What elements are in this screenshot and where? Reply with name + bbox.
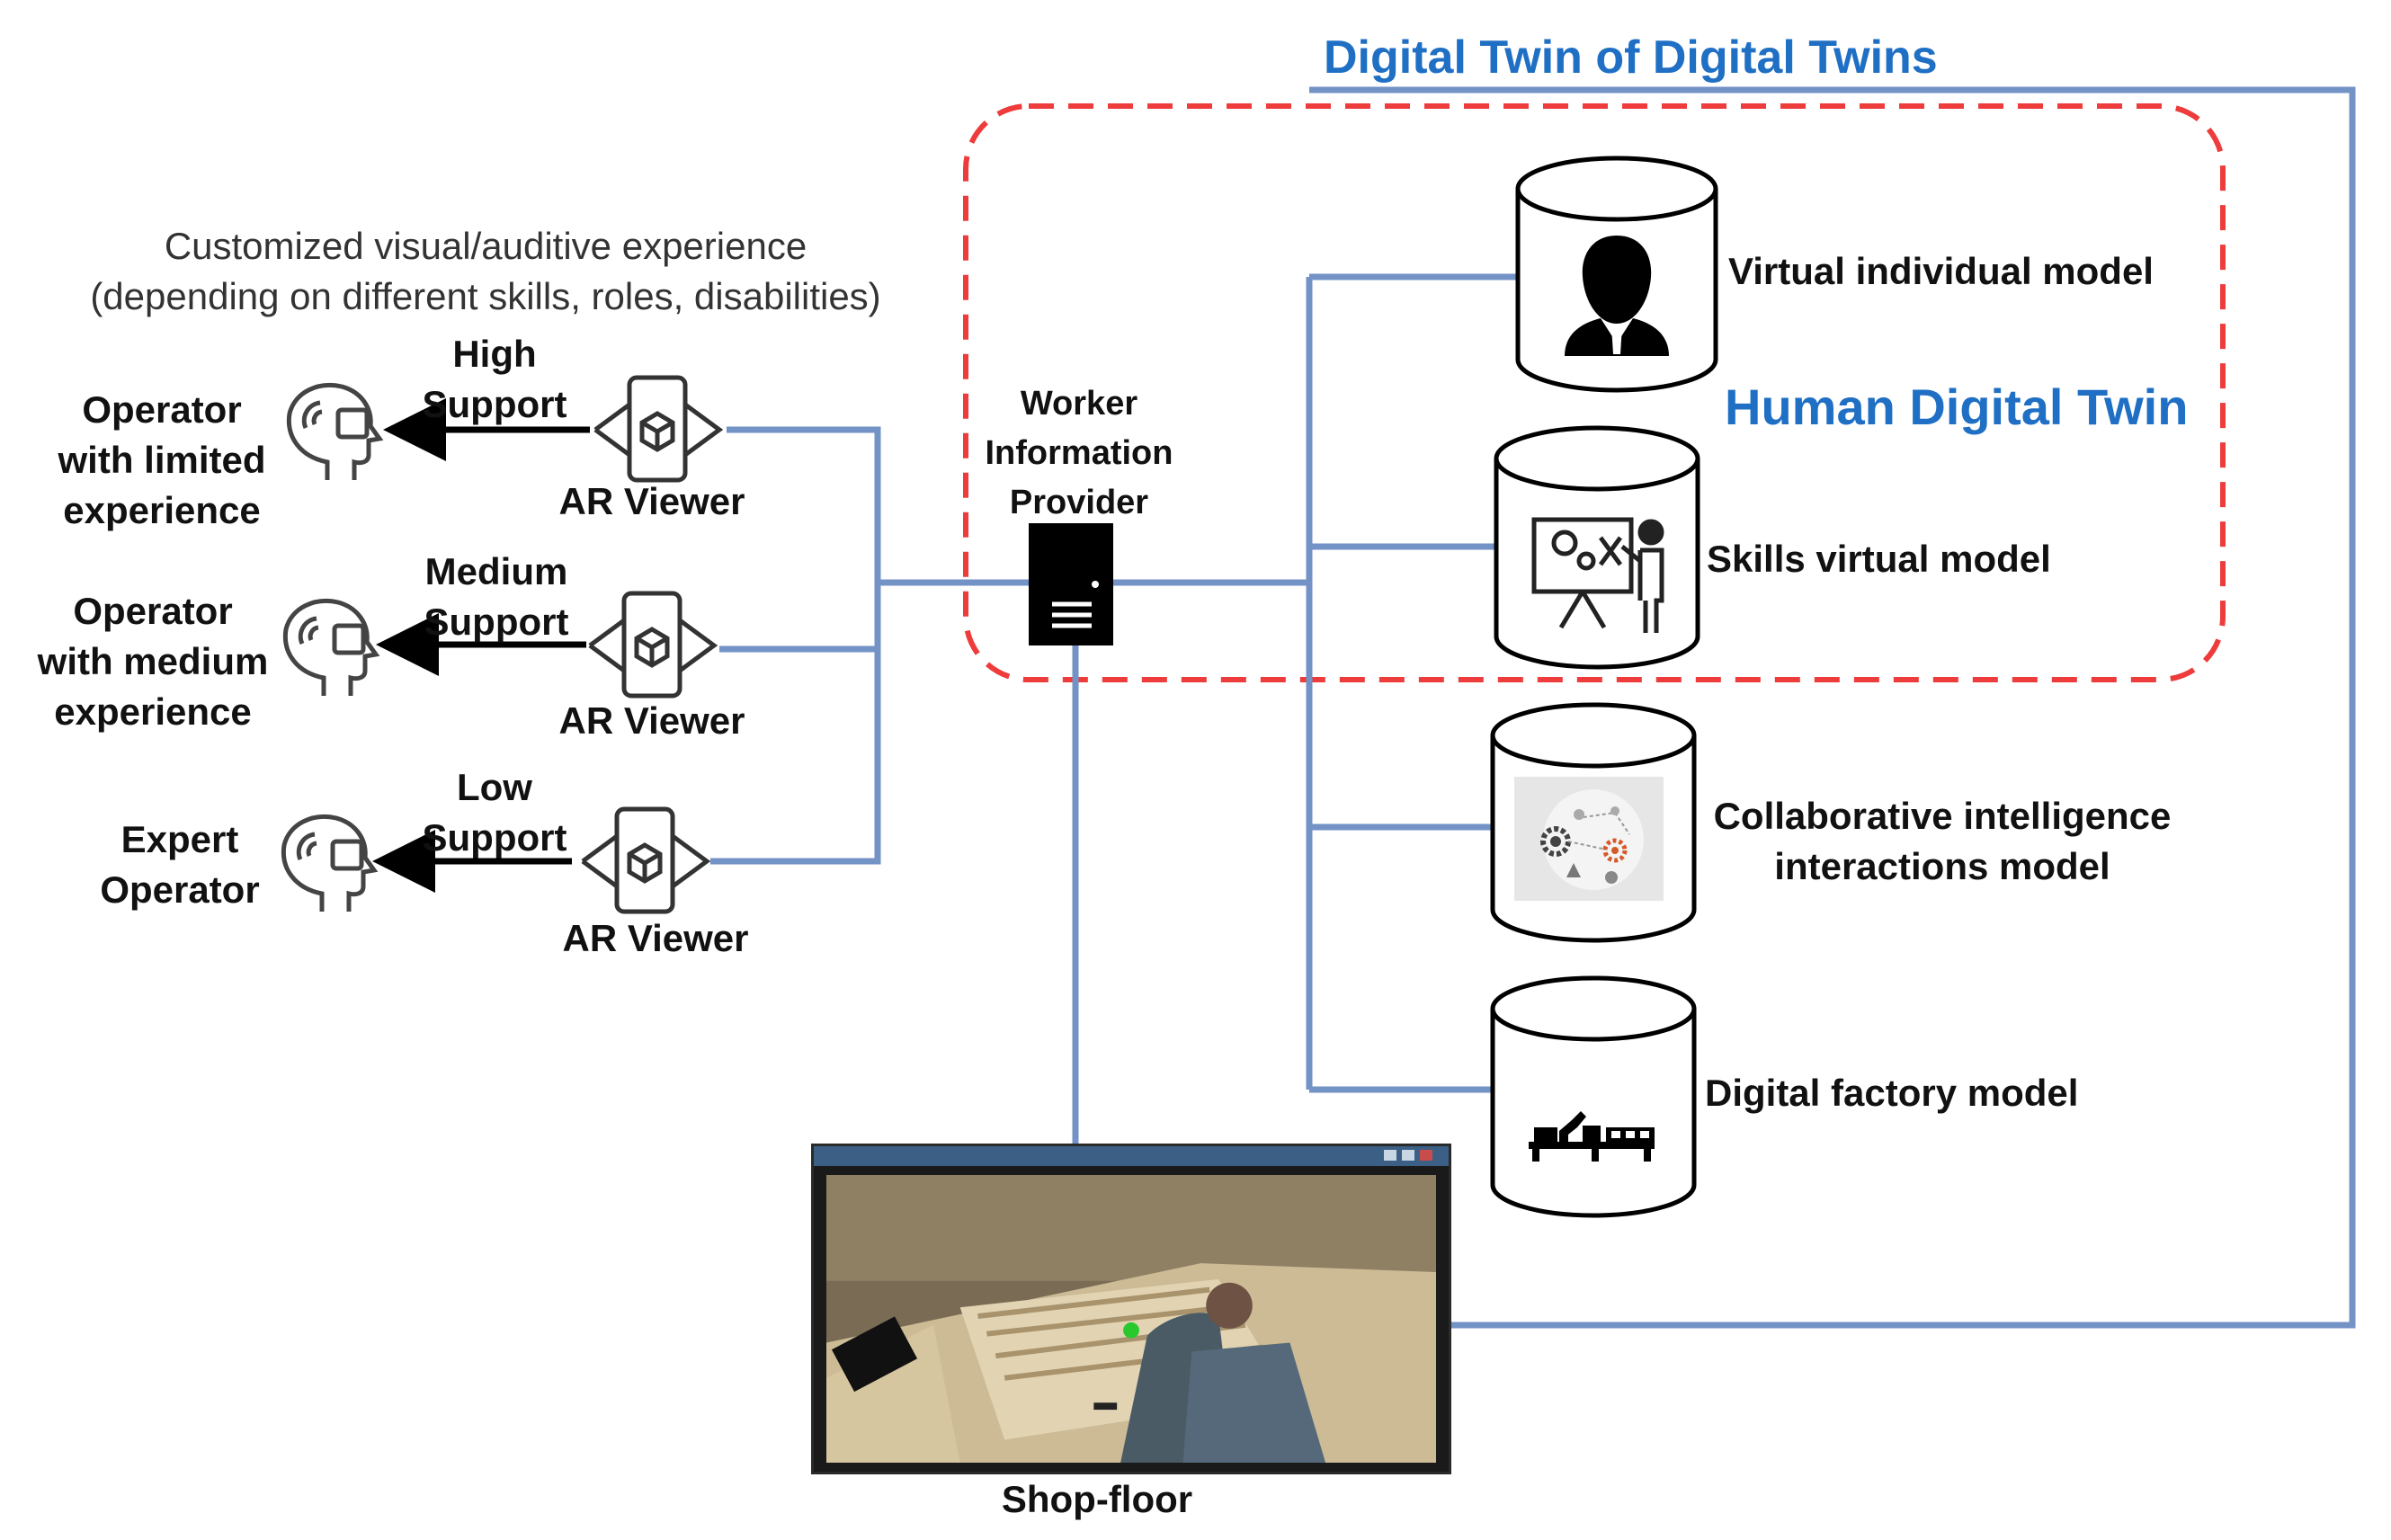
- person-icon: [1565, 236, 1669, 356]
- server-icon: [1029, 523, 1113, 645]
- operator-1-line3: experience: [63, 489, 261, 531]
- ar-viewer-label-2: AR Viewer: [558, 699, 745, 742]
- ar-viewer-label-3: AR Viewer: [562, 917, 749, 959]
- provider-line1: Worker: [1020, 385, 1138, 423]
- operator-2-line2: with medium: [37, 640, 269, 682]
- presentation-icon: [1531, 517, 1664, 633]
- ar-viewer-icon-2: [588, 591, 718, 699]
- support-medium-line2: Support: [424, 601, 569, 643]
- factory-robot-icon: [1529, 1111, 1655, 1162]
- provider-label: Worker Information Provider: [953, 379, 1205, 528]
- model-label-skills: Skills virtual model: [1707, 538, 2051, 580]
- support-high-line1: High: [452, 333, 537, 375]
- model-cylinder-4: [1490, 975, 1697, 1218]
- model-label-virtual-individual: Virtual individual model: [1728, 250, 2154, 292]
- operator-3-label: Expert Operator: [36, 815, 324, 915]
- ar-viewer-label-1: AR Viewer: [558, 480, 745, 522]
- model-label-collaborative: Collaborative intelligence interactions …: [1691, 791, 2194, 892]
- hdt-title: Human Digital Twin: [1725, 378, 2189, 435]
- shopfloor-screenshot: [811, 1144, 1451, 1474]
- model-label-collaborative-line1: Collaborative intelligence: [1713, 795, 2172, 837]
- operator-1-label: Operator with limited experience: [18, 385, 306, 536]
- shopfloor-camera-view: [826, 1175, 1436, 1463]
- ar-viewer-icon-3: [581, 806, 711, 914]
- maximize-icon: [1402, 1150, 1414, 1161]
- model-label-collaborative-line2: interactions model: [1774, 845, 2110, 887]
- operator-head-icon-2: [282, 599, 380, 696]
- dtodt-title: Digital Twin of Digital Twins: [1324, 31, 1938, 84]
- operator-head-icon-1: [286, 383, 384, 480]
- operator-1-line2: with limited: [58, 439, 266, 481]
- operator-2-line1: Operator: [73, 590, 233, 632]
- support-label-medium: Medium Support: [397, 547, 595, 647]
- ar-viewer-icon-1: [593, 375, 724, 483]
- operator-head-icon-3: [281, 815, 379, 912]
- support-medium-line1: Medium: [424, 550, 568, 592]
- support-label-high: High Support: [396, 329, 593, 430]
- shopfloor-window-titlebar: [814, 1146, 1449, 1166]
- support-low-line2: Support: [422, 816, 567, 859]
- provider-line3: Provider: [1009, 484, 1149, 521]
- connectors: [710, 273, 1518, 1144]
- model-label-digital-factory: Digital factory model: [1705, 1072, 2079, 1114]
- shopfloor-label: Shop-floor: [1001, 1478, 1193, 1520]
- provider-line2: Information: [985, 434, 1173, 472]
- hdt-boundary: [963, 103, 2226, 682]
- minimize-icon: [1384, 1150, 1396, 1161]
- support-arrows: [372, 398, 590, 893]
- operator-1-line1: Operator: [82, 388, 242, 431]
- support-high-line2: Support: [422, 383, 567, 425]
- operator-2-line3: experience: [54, 690, 252, 733]
- support-label-low: Low Support: [396, 762, 593, 863]
- operator-3-line2: Operator: [100, 868, 260, 911]
- close-icon: [1420, 1150, 1432, 1161]
- support-low-line1: Low: [457, 766, 532, 808]
- operator-2-label: Operator with medium experience: [9, 586, 297, 737]
- experience-note-line2: (depending on different skills, roles, d…: [90, 275, 881, 317]
- gears-network-icon: [1514, 777, 1664, 901]
- model-cylinder-2: [1494, 425, 1700, 670]
- experience-note: Customized visual/auditive experience (d…: [54, 221, 917, 322]
- dtodt-boundary: [1309, 86, 2356, 1329]
- experience-note-line1: Customized visual/auditive experience: [164, 225, 807, 267]
- operator-3-line1: Expert: [120, 818, 239, 860]
